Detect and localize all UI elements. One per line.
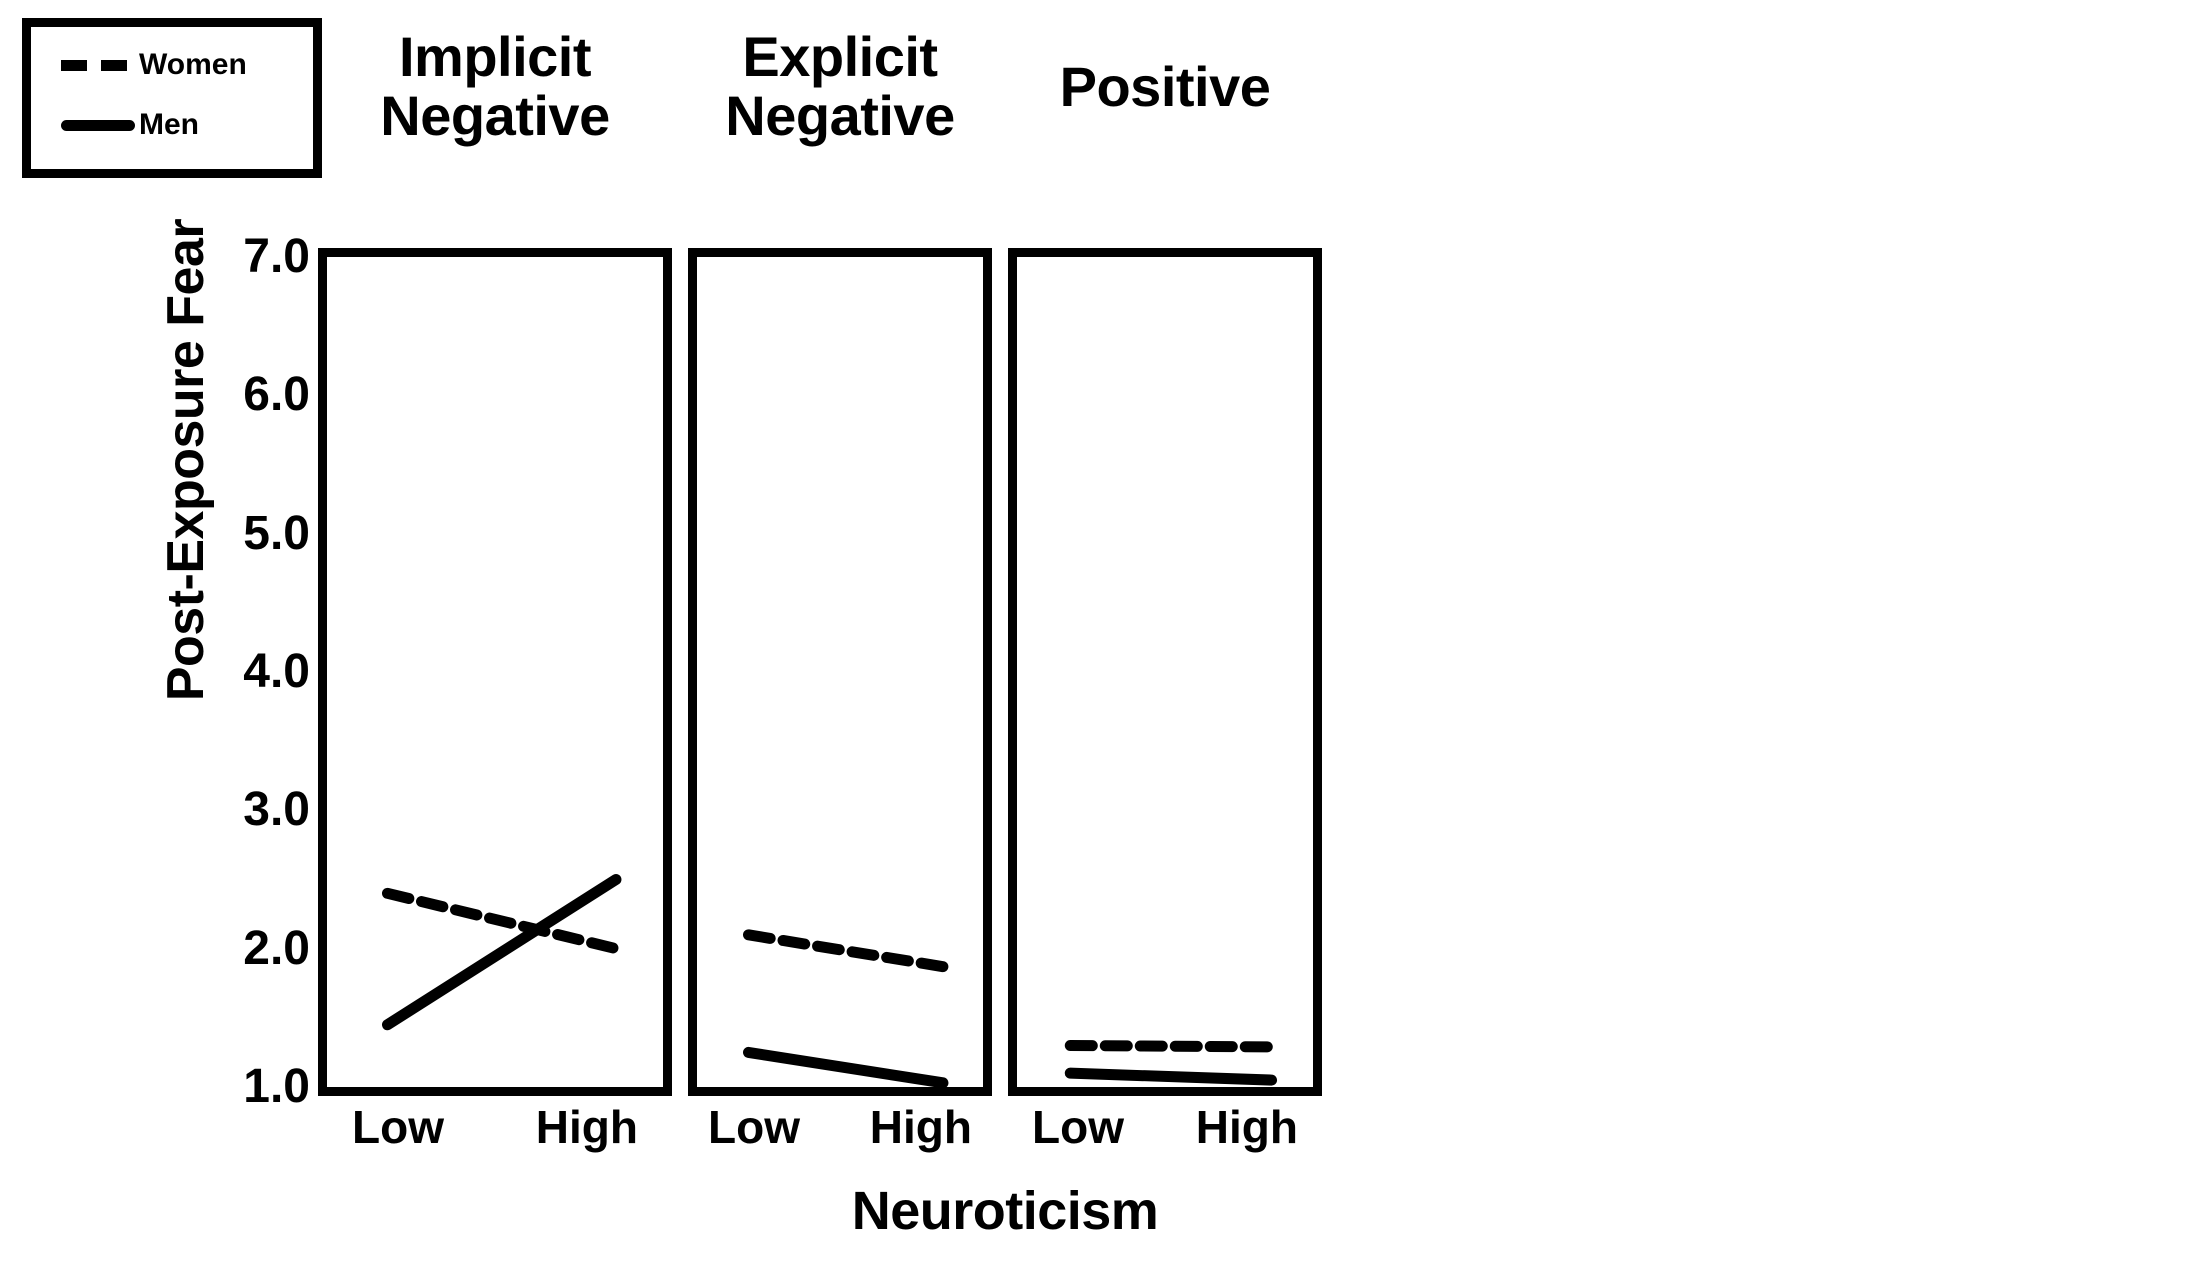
series-line-men — [387, 880, 615, 1025]
solid-line-swatch-icon — [61, 119, 135, 131]
legend-label-men: Men — [139, 108, 199, 141]
y-axis-tick-6-0: 6.0 — [243, 368, 310, 422]
x-tick-low: Low — [708, 1101, 800, 1153]
series-line-women — [1070, 1046, 1271, 1047]
x-tick-low: Low — [352, 1101, 444, 1153]
x-axis-title: Neuroticism — [851, 1181, 1159, 1241]
y-axis-tick-5-0: 5.0 — [243, 506, 310, 560]
y-axis-tick-7-0: 7.0 — [243, 230, 310, 283]
plot-area-positive — [1017, 257, 1313, 1087]
x-tick-low: Low — [1032, 1101, 1124, 1153]
x-tick-high: High — [869, 1101, 972, 1153]
y-axis-tick-4-0: 4.0 — [243, 645, 310, 698]
panel-title-implicit-negative: Implicit Negative — [380, 25, 610, 147]
legend-item-men: Men — [61, 105, 199, 145]
legend-item-women: Women — [61, 45, 247, 85]
series-line-men — [1070, 1073, 1271, 1080]
y-axis-tick-2-0: 2.0 — [243, 921, 310, 975]
panel-title-positive: Positive — [1059, 55, 1271, 118]
chart-legend: Women Men — [22, 18, 322, 178]
y-axis-tick-1-0: 1.0 — [243, 1060, 310, 1113]
plot-panel-implicit-negative — [318, 248, 672, 1096]
series-line-women — [748, 935, 942, 967]
plot-panel-positive — [1008, 248, 1322, 1096]
x-axis-ticks-panel-3: Low High — [1008, 1104, 1322, 1166]
y-axis-tick-3-0: 3.0 — [243, 783, 310, 837]
plot-area-implicit-negative — [327, 257, 663, 1087]
series-line-men — [748, 1052, 942, 1082]
y-axis-tick-labels: 7.0 6.0 5.0 4.0 3.0 2.0 1.0 — [150, 0, 310, 1277]
x-axis-ticks-panel-2: Low High — [688, 1104, 992, 1166]
x-tick-high: High — [535, 1101, 638, 1153]
series-line-women — [387, 893, 615, 948]
dashed-line-swatch-icon — [61, 59, 135, 71]
legend-label-women: Women — [139, 48, 247, 81]
panel-title-explicit-negative: Explicit Negative — [725, 25, 955, 147]
plot-area-explicit-negative — [697, 257, 983, 1087]
plot-panel-explicit-negative — [688, 248, 992, 1096]
x-axis-ticks-panel-1: Low High — [318, 1104, 672, 1166]
x-tick-high: High — [1195, 1101, 1298, 1153]
